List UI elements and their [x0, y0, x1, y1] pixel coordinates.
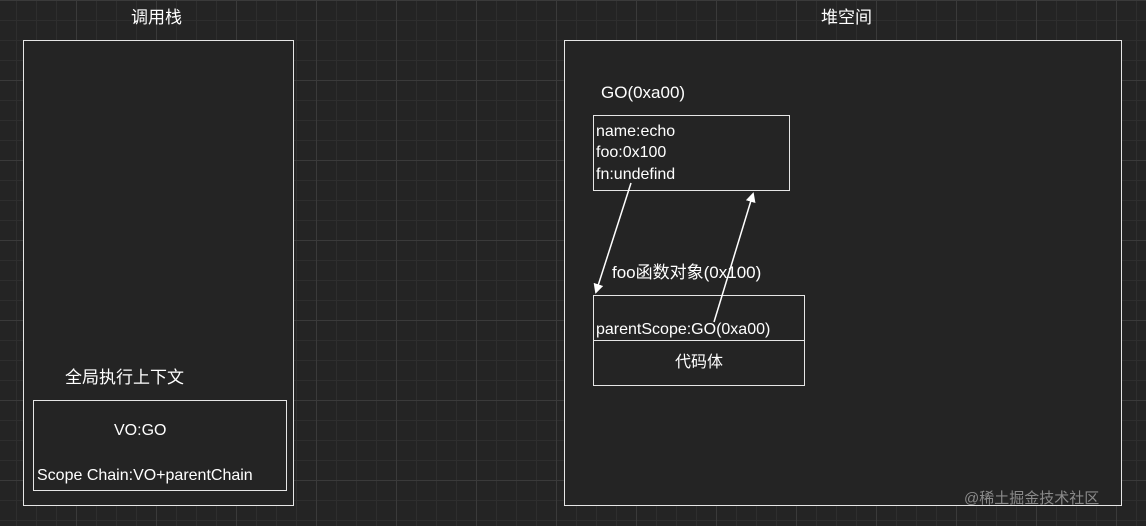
parent-scope-text: parentScope:GO(0xa00)	[596, 321, 771, 338]
scope-chain-text: Scope Chain:VO+parentChain	[37, 467, 253, 484]
global-context-box: VO:GO Scope Chain:VO+parentChain	[33, 400, 287, 491]
call-stack-title: 调用栈	[131, 8, 182, 27]
go-object-label: GO(0xa00)	[601, 83, 686, 102]
foo-object-box: parentScope:GO(0xa00) 代码体	[593, 295, 805, 386]
watermark: @稀土掘金技术社区	[964, 490, 1100, 507]
heap-title: 堆空间	[821, 8, 872, 27]
foo-object-label: foo函数对象(0x100)	[612, 263, 762, 282]
go-object-box: name:echo foo:0x100 fn:undefind	[593, 115, 790, 191]
foo-object-divider	[594, 340, 804, 341]
go-prop-foo: foo:0x100	[596, 144, 667, 161]
go-prop-fn: fn:undefind	[596, 166, 676, 183]
code-body-text: 代码体	[674, 354, 723, 371]
vo-text: VO:GO	[114, 422, 167, 439]
go-prop-name: name:echo	[596, 123, 676, 140]
global-context-label: 全局执行上下文	[65, 368, 184, 387]
